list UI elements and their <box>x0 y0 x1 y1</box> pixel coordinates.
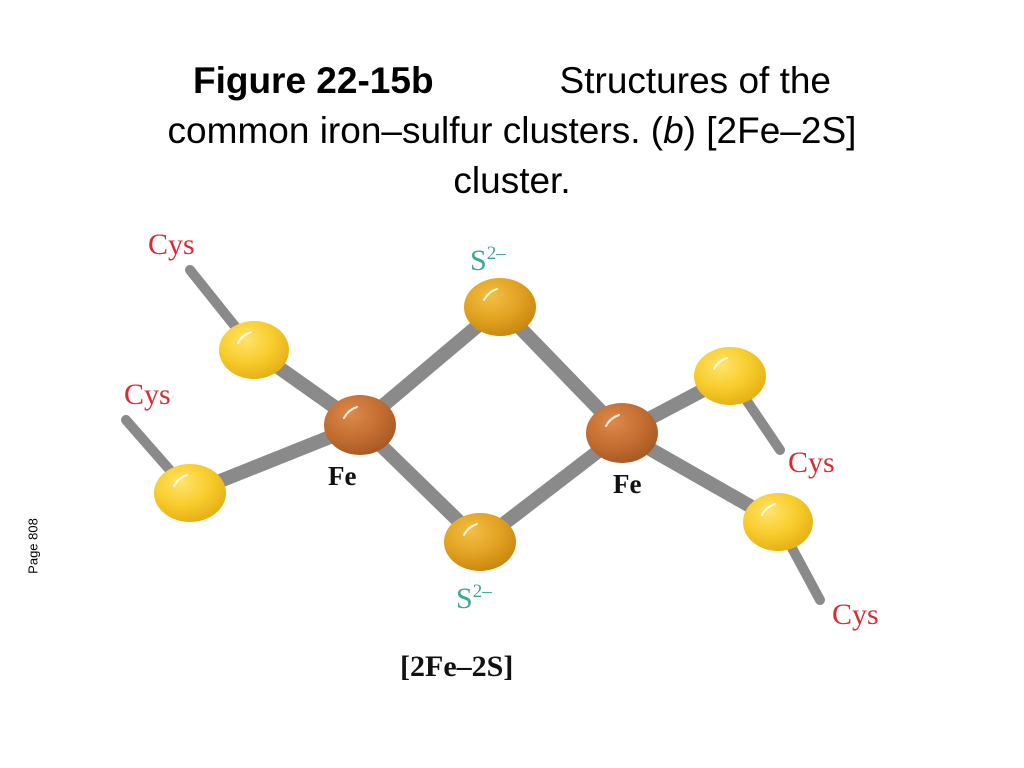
iron-label-right: Fe <box>613 469 641 499</box>
sulfide-symbol: S <box>470 244 487 277</box>
cluster-caption: [2Fe–2S] <box>400 650 513 683</box>
highlight <box>343 406 358 419</box>
cys-label-2: Cys <box>124 378 171 411</box>
highlight <box>761 503 776 516</box>
highlight <box>605 414 620 427</box>
sulfide-label-bottom: S2– <box>456 581 492 615</box>
iron-atom-left <box>324 395 396 455</box>
highlight <box>713 357 728 370</box>
cys-sulfur-atom <box>743 493 813 551</box>
highlight <box>463 523 478 536</box>
labels: Cys Cys Cys Cys S2– S2– Fe Fe [2Fe–2S] <box>124 228 879 683</box>
cys-sulfur-atom <box>154 464 226 522</box>
caption-line-2-start: common iron–sulfur clusters. ( <box>167 110 664 151</box>
cys-label-3: Cys <box>788 446 835 479</box>
cys-sulfur-atom <box>694 347 766 405</box>
highlight <box>173 474 188 487</box>
sulfide-charge: 2– <box>473 581 493 602</box>
iron-label-left: Fe <box>328 461 356 491</box>
sulfide-charge: 2– <box>487 243 507 264</box>
highlight <box>237 331 252 344</box>
caption-line-2-end: ) [2Fe–2S] <box>683 110 857 151</box>
sulfide-label-top: S2– <box>470 243 506 277</box>
sulfide-atom-bottom <box>444 513 516 571</box>
cys-label-4: Cys <box>832 598 879 631</box>
caption-line-1: Structures of the <box>559 60 832 101</box>
iron-atom-right <box>586 403 658 463</box>
caption-line-3: cluster. <box>453 160 571 201</box>
highlight <box>483 288 498 301</box>
figure-label: Figure 22-15b <box>192 60 434 101</box>
cys-label-1: Cys <box>148 228 195 261</box>
caption-italic: b <box>663 110 684 151</box>
sulfide-atom-top <box>464 278 536 336</box>
sulfide-symbol: S <box>456 582 473 615</box>
atoms <box>154 278 813 571</box>
figure-title: Figure 22-15b Structures of the common ir… <box>60 56 964 206</box>
atom-highlights <box>173 288 776 536</box>
cys-sulfur-atom <box>219 321 289 379</box>
